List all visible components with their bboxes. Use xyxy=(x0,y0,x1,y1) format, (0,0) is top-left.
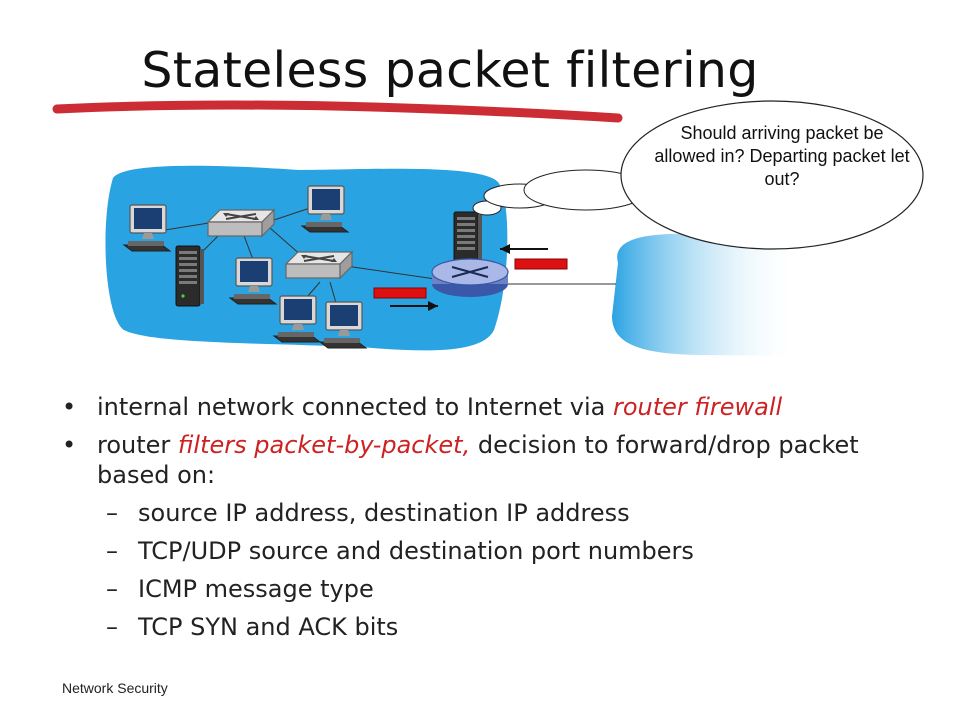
computer-icon xyxy=(273,295,321,343)
sub-bullet-item: – TCP SYN and ACK bits xyxy=(62,612,882,642)
dash-icon: – xyxy=(106,575,118,603)
switch-icon xyxy=(285,251,353,279)
computer-icon xyxy=(301,185,349,233)
title-underline xyxy=(52,100,623,123)
dash-icon: – xyxy=(106,613,118,641)
sub-bullet-item: – TCP/UDP source and destination port nu… xyxy=(62,536,882,566)
bullet-dot-icon: • xyxy=(62,393,77,421)
network-diagram xyxy=(105,100,924,356)
bullet-dot-icon: • xyxy=(62,431,77,459)
callout-bubble xyxy=(620,100,924,250)
bullet-text: internal network connected to Internet v… xyxy=(97,393,613,421)
slide-footer: Network Security xyxy=(62,680,168,696)
sub-bullet-text: TCP/UDP source and destination port numb… xyxy=(138,537,694,565)
computer-icon xyxy=(229,257,277,305)
sub-bullet-text: TCP SYN and ACK bits xyxy=(138,613,399,641)
packet-icon xyxy=(373,287,427,299)
sub-bullet-text: source IP address, destination IP addres… xyxy=(138,499,630,527)
bullet-highlight: filters packet-by-packet, xyxy=(177,431,471,459)
computer-icon xyxy=(123,204,171,252)
switch-icon xyxy=(207,209,275,237)
sub-bullet-text: ICMP message type xyxy=(138,575,374,603)
bullet-highlight: router firewall xyxy=(612,393,783,421)
packet-icon xyxy=(514,258,568,270)
router-icon xyxy=(431,258,509,297)
bullet-item: • internal network connected to Internet… xyxy=(62,392,882,422)
bullet-item: • router filters packet-by-packet, decis… xyxy=(62,430,882,490)
dash-icon: – xyxy=(106,537,118,565)
callout-text: Should arriving packet be allowed in? De… xyxy=(654,123,910,189)
slide-title: Stateless packet filtering xyxy=(141,42,759,99)
internet-cloud xyxy=(612,233,800,356)
sub-bullet-item: – source IP address, destination IP addr… xyxy=(62,498,882,528)
bullet-text: router xyxy=(97,431,178,459)
bullet-text: decision to forward/drop packet based on… xyxy=(97,431,859,489)
dash-icon: – xyxy=(106,499,118,527)
bullet-list: • internal network connected to Internet… xyxy=(62,392,882,650)
sub-bullet-item: – ICMP message type xyxy=(62,574,882,604)
server-icon xyxy=(175,245,205,307)
computer-icon xyxy=(319,301,367,349)
